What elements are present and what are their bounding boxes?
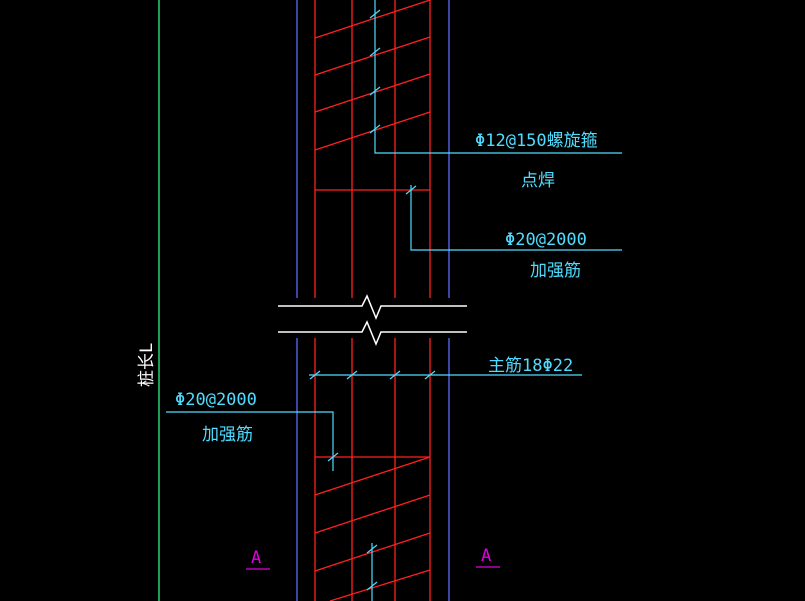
section-right-letter: A [481, 546, 491, 566]
annotations: Φ12@150螺旋箍 点焊 Φ20@2000 加强筋 主筋18Φ22 Φ20@2… [175, 131, 598, 445]
label-strengthen-left-spec: Φ20@2000 [175, 390, 257, 410]
leaders [166, 0, 622, 601]
label-strengthen-top-name: 加强筋 [530, 261, 581, 281]
label-main-rebar: 主筋18Φ22 [488, 356, 573, 376]
break-line-top [278, 294, 467, 320]
section-left-letter: A [251, 548, 261, 568]
leader-strengthen-left [166, 411, 334, 471]
label-pile-length: 桩长L [137, 343, 157, 387]
leader-spiral [374, 0, 622, 154]
label-spiral-stirrup: Φ12@150螺旋箍 [475, 131, 598, 151]
label-strengthen-top-spec: Φ20@2000 [505, 230, 587, 250]
label-strengthen-left-name: 加强筋 [202, 425, 253, 445]
section-marker-left: A [246, 548, 270, 570]
label-spot-weld: 点焊 [521, 171, 555, 191]
leader-strengthen-top [410, 185, 622, 251]
break-symbol [278, 294, 467, 346]
break-line-bottom [278, 320, 467, 346]
spiral-stirrups-lower [314, 456, 431, 601]
section-marker-right: A [476, 546, 500, 568]
